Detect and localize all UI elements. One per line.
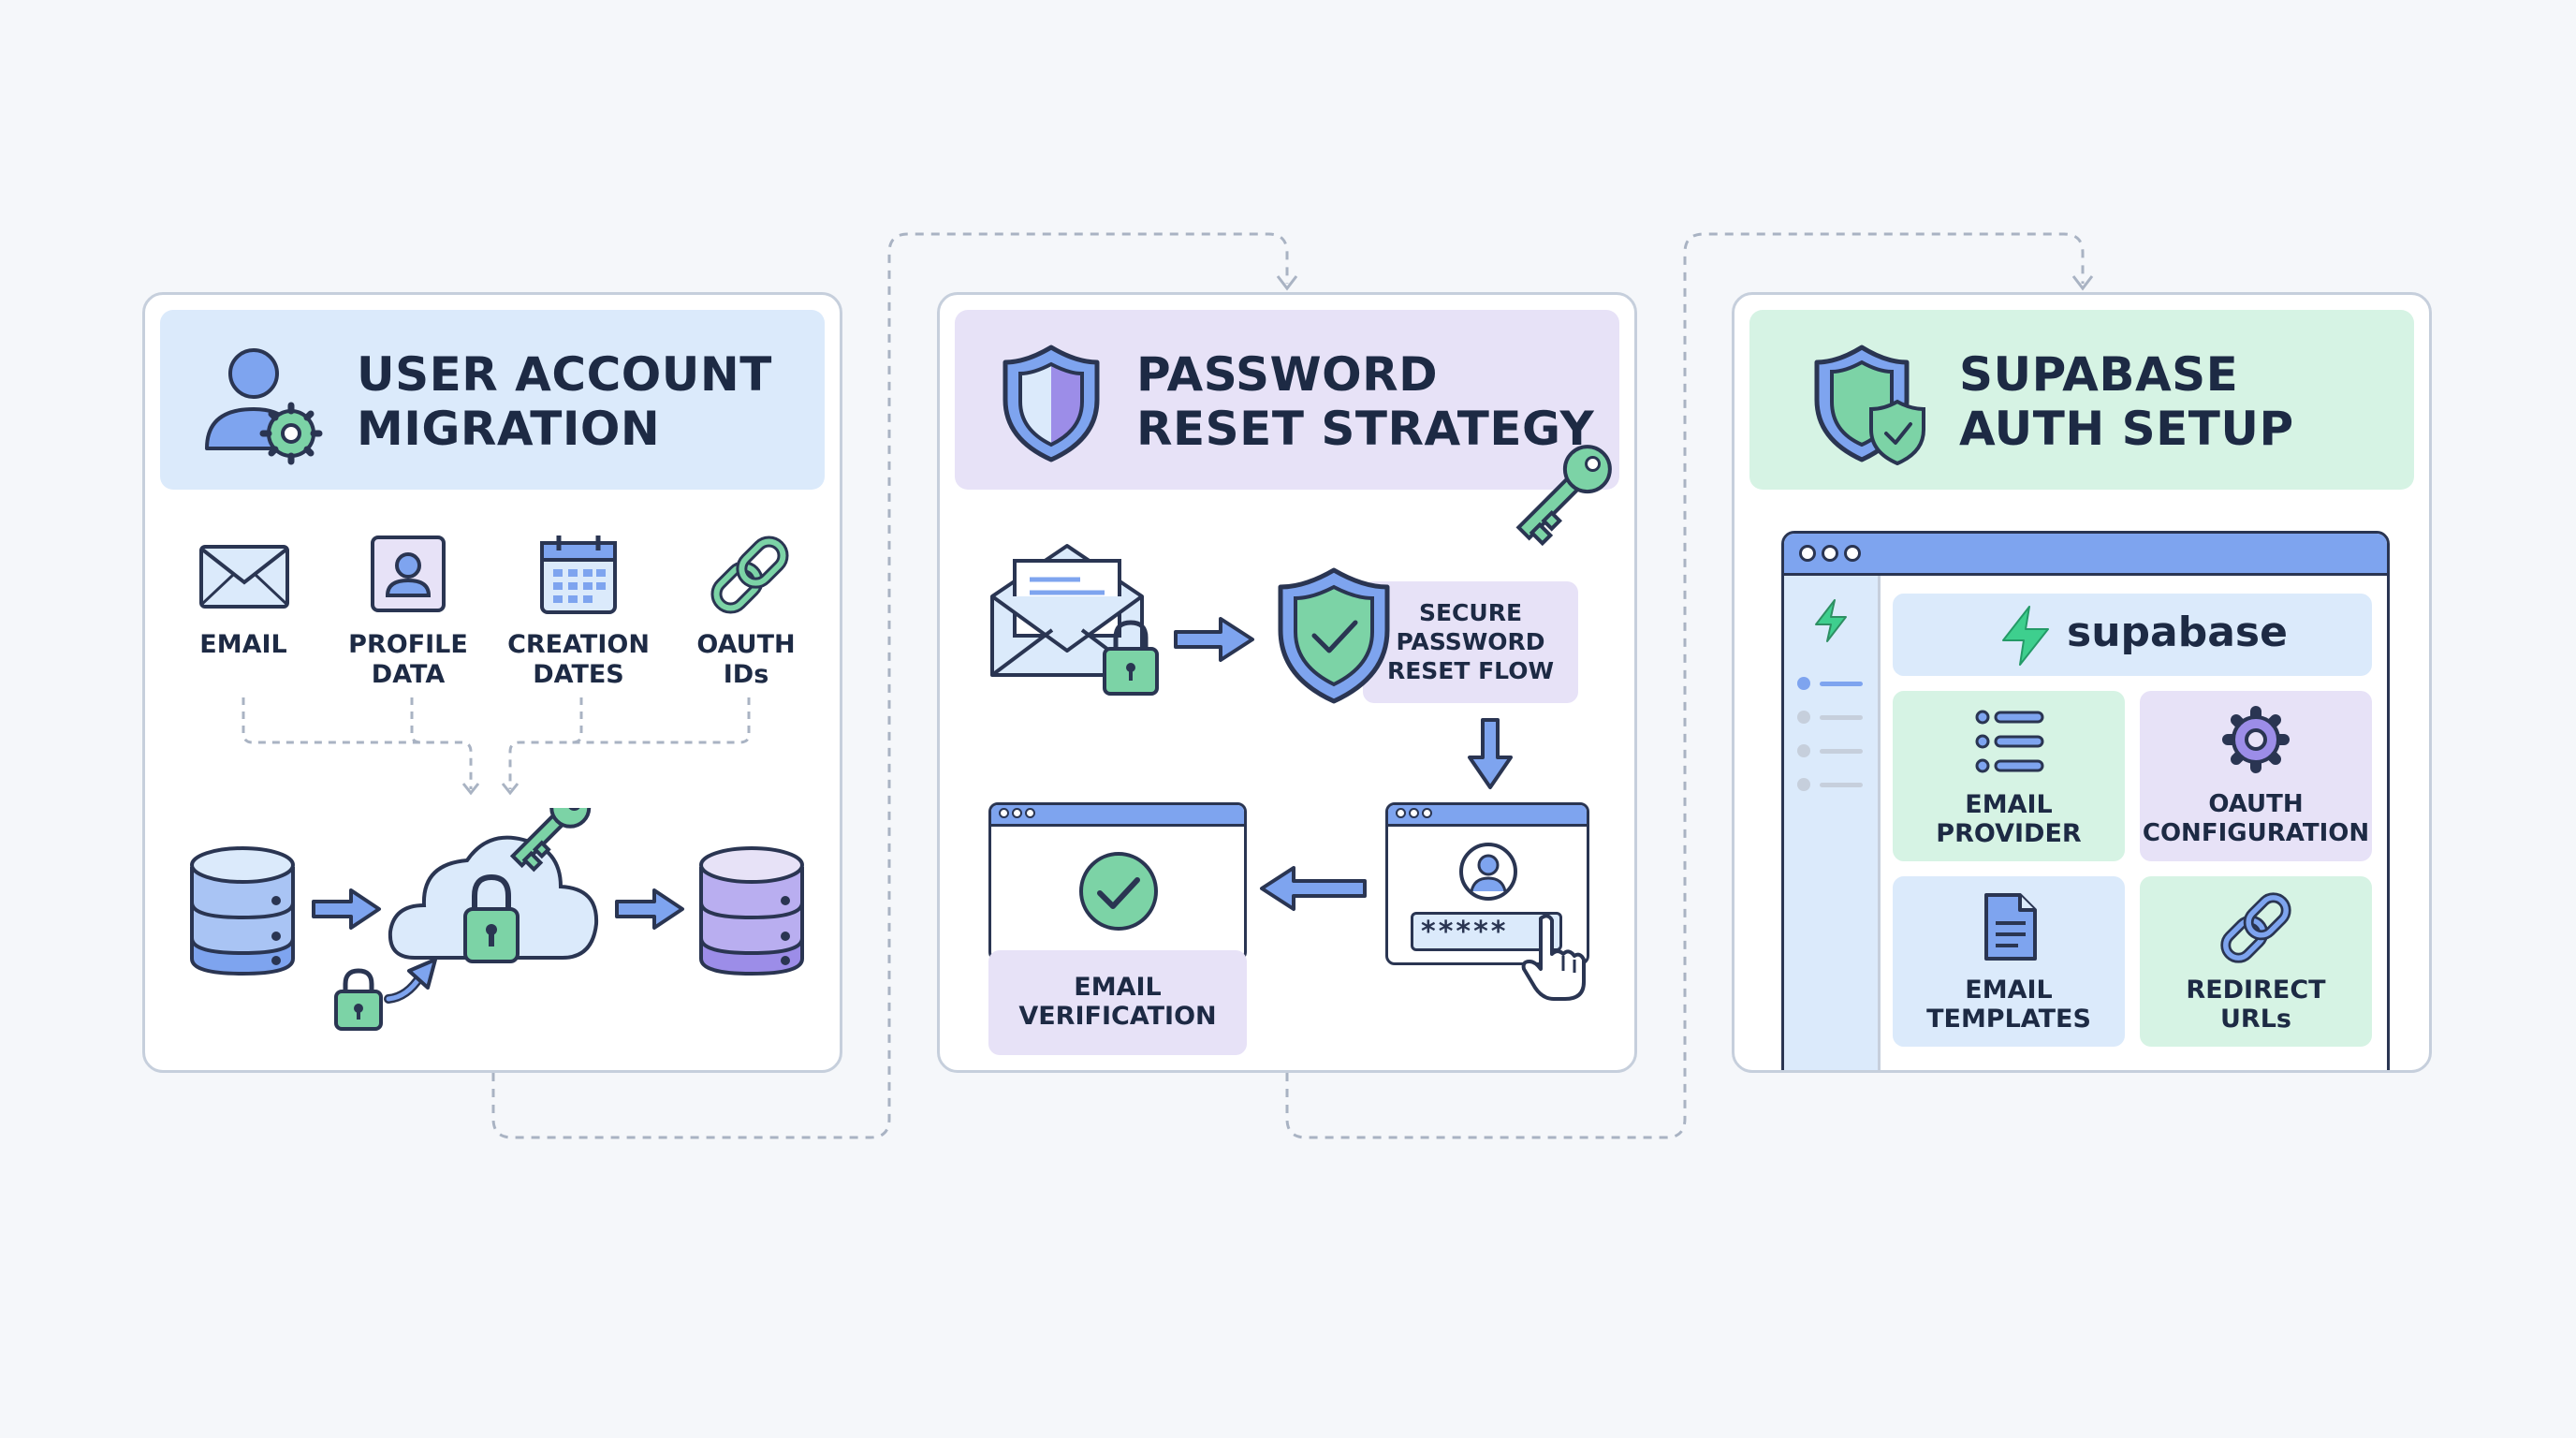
supabase-wordmark: supabase [2067,609,2288,656]
envelope-icon [199,545,289,609]
dashboard-sidebar [1784,576,1881,1070]
cloud-lock-icon [388,808,599,963]
supabase-header: SUPABASE AUTH SETUP [1749,310,2414,490]
small-lock-icon [334,968,383,1031]
user-gear-icon [205,348,323,465]
key-icon [1515,445,1612,546]
email-verification-label: EMAIL VERIFICATION [1018,973,1217,1031]
arrow-down-icon [1468,718,1513,789]
field-label-creation-dates: CREATION DATES [507,630,650,689]
email-provider-tile[interactable]: EMAIL PROVIDER [1893,691,2125,861]
reset-header: PASSWORD RESET STRATEGY [955,310,1619,490]
arrow-right-icon [312,888,381,930]
field-label-profile-data: PROFILE DATA [348,630,468,689]
sidebar-item[interactable] [1797,778,1810,791]
sidebar-item[interactable] [1797,711,1810,724]
field-label-email: EMAIL [199,630,287,659]
arrow-left-icon [1260,866,1367,911]
profile-card-icon [371,536,446,612]
curved-arrow-icon [384,958,437,1004]
panel-title: SUPABASE AUTH SETUP [1959,347,2294,456]
redirect-urls-label: REDIRECT URLs [2186,976,2326,1034]
password-mask: ***** [1421,916,1509,948]
list-icon [1975,710,2044,773]
oauth-configuration-tile[interactable]: OAUTH CONFIGURATION [2140,691,2372,861]
document-icon [1984,893,2037,961]
source-database-icon [190,846,295,976]
email-provider-label: EMAIL PROVIDER [1936,790,2082,848]
email-verification-window [988,802,1247,961]
supabase-auth-setup-panel: SUPABASE AUTH SETUP [1732,292,2432,1073]
supabase-brand-bar: supabase [1893,594,2372,676]
password-reset-strategy-panel: PASSWORD RESET STRATEGY SECURE PASSWORD … [937,292,1637,1073]
calendar-icon [540,536,617,614]
email-templates-tile[interactable]: EMAIL TEMPLATES [1893,876,2125,1047]
user-avatar-icon [1459,843,1517,901]
oauth-configuration-label: OAUTH CONFIGURATION [2142,790,2370,847]
shield-icon [1003,345,1100,462]
sidebar-item[interactable] [1797,744,1810,757]
password-input[interactable]: ***** [1411,912,1562,951]
arrow-right-icon [1174,617,1254,662]
field-merge-lines [242,697,751,796]
open-envelope-lock-icon [990,544,1159,696]
sidebar-item[interactable] [1797,677,1810,690]
pointer-hand-icon [1521,914,1586,1001]
supabase-dashboard-window: supabase EMAIL PROVIDER [1781,531,2390,1070]
shield-check-icon [1814,345,1925,465]
chain-link-icon [710,536,789,614]
chain-link-icon [2220,892,2291,963]
arrow-right-icon [615,888,684,930]
supabase-logo-icon [2002,606,2049,666]
shield-check-icon [1278,567,1390,704]
check-circle-icon [1079,852,1158,931]
user-account-migration-panel: USER ACCOUNT MIGRATION EMAIL PROFILE DAT… [142,292,842,1073]
panel-title: PASSWORD RESET STRATEGY [1136,347,1595,456]
secure-reset-flow-label: SECURE PASSWORD RESET FLOW [1386,599,1555,684]
supabase-bolt-icon[interactable] [1812,598,1850,643]
panel-title: USER ACCOUNT MIGRATION [357,347,772,456]
destination-database-icon [699,846,804,976]
email-templates-label: EMAIL TEMPLATES [1926,976,2091,1034]
redirect-urls-tile[interactable]: REDIRECT URLs [2140,876,2372,1047]
password-entry-window: ***** [1385,802,1589,965]
migration-header: USER ACCOUNT MIGRATION [160,310,825,490]
gear-icon [2222,706,2290,773]
field-label-oauth-ids: OAUTH IDs [696,630,796,689]
secure-reset-flow-tile: SECURE PASSWORD RESET FLOW [1363,581,1578,703]
email-verification-tile: EMAIL VERIFICATION [988,950,1247,1055]
